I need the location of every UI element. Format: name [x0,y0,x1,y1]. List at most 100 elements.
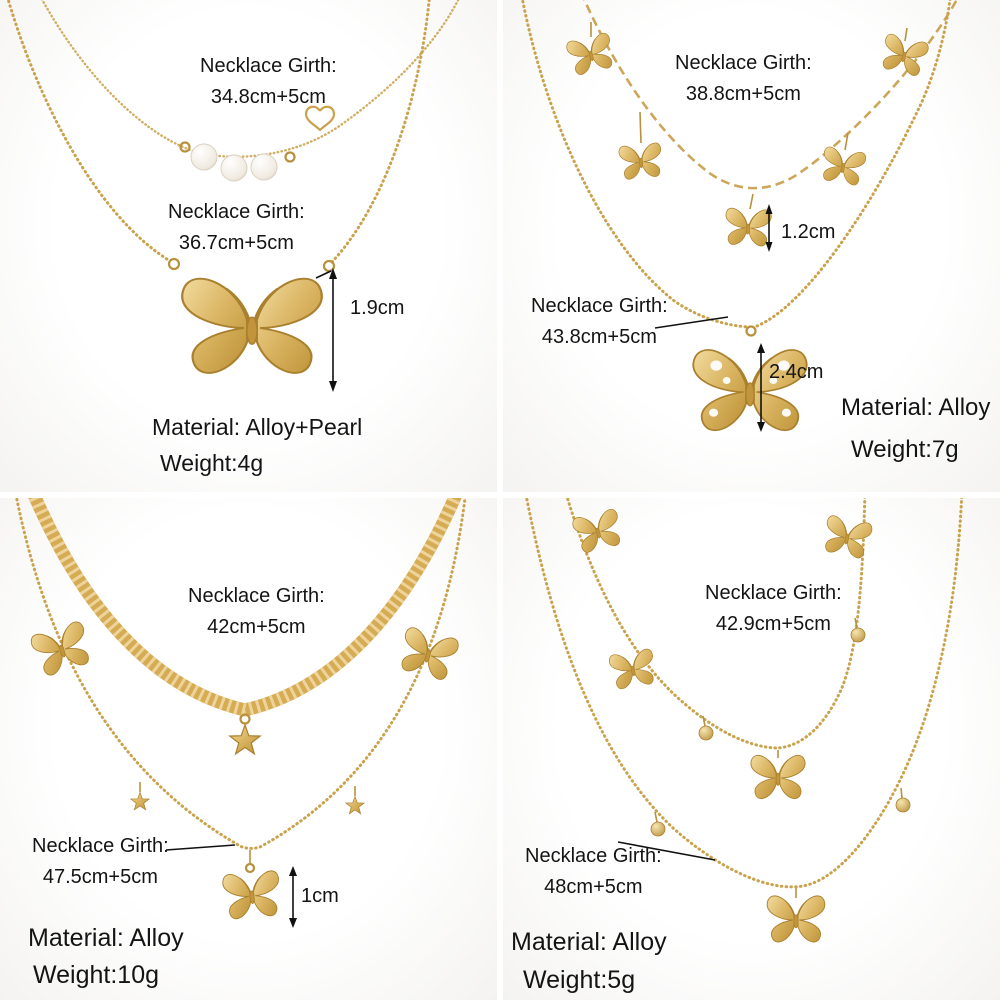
girth-annotation-2: Necklace Girth: 36.7cm+5cm [168,202,305,253]
bead-drop [702,715,706,727]
star-charm [345,796,365,815]
girth-value: 34.8cm+5cm [210,86,326,108]
jump-ring [244,862,256,874]
weight-label: Weight:10g [33,961,160,989]
arrowhead-down [329,381,337,392]
butterfly-charm [565,31,617,77]
girth-annotation-1: Necklace Girth: 34.8cm+5cm [200,56,337,107]
jump-ring [322,259,336,273]
pendant-size-label: 1.9cm [350,297,405,319]
bead-drop [654,811,658,823]
girth-value: 36.7cm+5cm [178,232,294,254]
butterfly-chain-right [330,0,431,264]
rope-chain-right [755,0,952,328]
material-label: Material: Alloy+Pearl [152,414,363,440]
material-label: Material: Alloy [511,928,667,956]
girth-value: 48cm+5cm [544,876,643,898]
quadrant-butterfly-bead-necklace: Necklace Girth: 42.9cm+5cm Necklace Girt… [503,498,1000,1000]
butterfly-pendant [180,277,324,375]
gold-bead [895,797,911,813]
girth-label: Necklace Girth: [168,201,305,223]
jump-ring [745,325,757,337]
girth-value: 43.8cm+5cm [541,326,657,348]
girth-annotation-1: Necklace Girth: 42cm+5cm [188,586,325,637]
weight-label: Weight:7g [851,436,959,463]
girth-label: Necklace Girth: [525,845,662,867]
jump-ring [179,141,191,153]
star-pendant [229,724,261,755]
leader-line [165,844,236,851]
butterfly-chain-left [6,0,172,263]
butterfly-charm [724,207,773,247]
arrowhead-up [765,204,773,214]
bar-link-chain [583,0,959,190]
heart-link [304,105,336,132]
cable-chain-long [525,498,964,889]
jump-ring [284,151,296,163]
necklace-photo-chevron-star [15,498,467,928]
girth-annotation-2: Necklace Girth: 43.8cm+5cm [531,296,668,347]
girth-label: Necklace Girth: [531,295,668,317]
arrowhead-up [329,268,337,279]
butterfly-charm [878,32,930,78]
butterfly-charm [617,141,664,181]
quadrant-pearl-butterfly-necklace: Necklace Girth: 34.8cm+5cm Necklace Girt… [0,0,497,492]
butterfly-charm [396,625,461,683]
girth-value: 42cm+5cm [207,616,306,638]
filigree-butterfly-pendant [692,348,808,432]
butterfly-charm [819,145,868,187]
arrowhead-up [757,343,765,353]
charm-drop [844,132,849,151]
butterfly-pendant [750,754,806,800]
gold-bead [698,725,714,741]
charm-drop [904,27,908,42]
material-label: Material: Alloy [28,924,184,952]
butterfly-charm [570,507,625,555]
butterfly-charm [28,619,95,679]
charm-drop [749,193,754,210]
gold-bead [850,627,866,643]
weight-label: Weight:4g [160,450,264,476]
weight-label: Weight:5g [523,966,636,994]
quadrant-chevron-star-necklace: Necklace Girth: 42cm+5cm Necklace Girth:… [0,498,497,1000]
girth-label: Necklace Girth: [200,55,337,77]
pendant-size-label: 1cm [301,885,339,907]
girth-annotation-2: Necklace Girth: 48cm+5cm [525,846,662,897]
jump-ring [239,713,251,725]
quadrant-butterfly-charm-necklace: Necklace Girth: 38.8cm+5cm 1.2cm Necklac… [503,0,1000,492]
star-charm [130,792,150,811]
chevron-chain-texture [28,498,462,717]
girth-label: Necklace Girth: [705,582,842,604]
necklace-photo-butterfly-beads [525,498,964,943]
girth-annotation-1: Necklace Girth: 38.8cm+5cm [675,53,812,104]
arrowhead-down [757,422,765,432]
leader-line [654,316,729,329]
pendant-size-label: 2.4cm [769,361,824,383]
charm-chain [15,498,467,850]
girth-value: 47.5cm+5cm [42,866,158,888]
butterfly-pendant [221,869,283,921]
measure-arrow [315,270,334,388]
jump-ring [167,257,181,271]
butterfly-charm [607,647,658,691]
arrowhead-down [289,918,297,928]
girth-label: Necklace Girth: [188,585,325,607]
material-label: Material: Alloy [841,394,991,421]
necklace-photo-pearl-butterfly [6,0,460,392]
butterfly-pendant [766,895,826,943]
girth-label: Necklace Girth: [675,52,812,74]
pearl-beads [190,143,278,182]
leader-line [617,841,716,861]
rope-chain-left [521,0,751,329]
arrowhead-up [289,866,297,876]
girth-annotation-2: Necklace Girth: 47.5cm+5cm [32,836,169,887]
girth-label: Necklace Girth: [32,835,169,857]
girth-annotation-1: Necklace Girth: 42.9cm+5cm [705,583,842,634]
necklace-photo-butterfly-charms [521,0,959,432]
bead-drop [900,787,903,799]
girth-value: 38.8cm+5cm [685,83,801,105]
charm-drop [639,111,642,144]
girth-value: 42.9cm+5cm [715,613,831,635]
charm-size-label: 1.2cm [781,221,836,243]
